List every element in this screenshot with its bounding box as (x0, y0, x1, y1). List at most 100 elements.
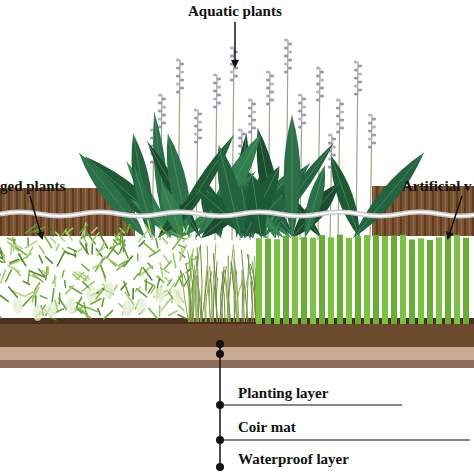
submerged-leaf (183, 235, 192, 241)
submerged-rosette (66, 298, 76, 314)
flower-bud (176, 74, 180, 77)
flower-bud (248, 130, 252, 133)
aquatic-plants (79, 38, 424, 240)
flower-bud (288, 66, 292, 69)
grass-blade (244, 267, 252, 322)
submerged-rosette (13, 298, 23, 314)
flower-bud (358, 80, 362, 83)
submerged-leaf (97, 242, 104, 255)
flower-bud (176, 58, 180, 61)
submerged-leaf (64, 252, 75, 256)
submerged-leaf (83, 306, 98, 312)
flower-bud (238, 128, 242, 131)
submerged-leaf (161, 232, 167, 235)
flower-bud (270, 82, 274, 85)
submerged-leaf (39, 256, 42, 263)
submerged-leaf (0, 257, 2, 262)
artificial-strip (346, 238, 352, 324)
bracket-dot (216, 340, 224, 348)
grass-blade (231, 262, 235, 322)
artificial-strip (265, 239, 271, 324)
grass-blade (225, 277, 228, 322)
submerged-leaf (178, 245, 185, 248)
flower-bud (180, 86, 184, 89)
flower-bud (316, 98, 320, 101)
submerged-leaf (76, 307, 87, 313)
flower-bud (358, 64, 362, 67)
flower-bud (194, 108, 198, 111)
flower-bud (252, 102, 256, 105)
submerged-leaf (46, 267, 47, 280)
flower-bud (252, 118, 256, 121)
flower-bud (180, 78, 184, 81)
flower-bud (194, 132, 198, 135)
submerged-leaf (123, 222, 126, 232)
submerged-rosette (155, 288, 165, 304)
submerged-leaf (160, 227, 168, 237)
submerged-leaf (1, 270, 5, 283)
flower-bud (372, 125, 376, 128)
submerged-leaf (29, 271, 44, 277)
submerged-leaf (64, 281, 66, 288)
submerged-leaf (56, 245, 59, 251)
submerged-leaf (97, 257, 105, 268)
flower-bud (368, 137, 372, 140)
flower-bud (158, 101, 162, 104)
submerged-leaf (82, 264, 89, 270)
artificial-strip (301, 237, 307, 324)
submerged-leaf (86, 244, 87, 252)
flower-bud (332, 137, 336, 140)
submerged-rosette (47, 302, 57, 318)
submerged-rosette (123, 300, 133, 316)
submerged-leaf (0, 271, 1, 275)
submerged-leaf (137, 254, 139, 260)
submerged-leaf (122, 236, 123, 252)
flower-bud (217, 85, 221, 88)
artificial-strip (445, 234, 451, 324)
submerged-leaf (46, 257, 53, 263)
flower-bud (316, 74, 320, 77)
flower-bud (230, 70, 234, 73)
layer-label: Waterproof layer (238, 450, 349, 468)
submerged-leaf (145, 279, 147, 290)
submerged-leaf (149, 308, 158, 318)
submerged-leaf (27, 247, 33, 258)
submerged-leaf (23, 296, 32, 306)
flower-bud (266, 94, 270, 97)
artificial-strip (319, 235, 325, 324)
flower-bud (238, 144, 242, 147)
flower-bud (248, 114, 252, 117)
submerged-rosette (173, 289, 183, 305)
submerged-leaf (127, 225, 129, 233)
flower-bud (176, 66, 180, 69)
flower-bud (340, 102, 344, 105)
submerged-leaf (132, 289, 134, 300)
flower-bud (176, 82, 180, 85)
submerged-leaf (178, 314, 186, 318)
submerged-leaf (104, 311, 113, 320)
submerged-leaf (57, 253, 64, 266)
submerged-leaf (9, 287, 18, 297)
flower-bud (302, 105, 306, 108)
flower-bud (213, 89, 217, 92)
flower-bud (336, 122, 340, 125)
flower-bud (248, 122, 252, 125)
flower-bud (298, 101, 302, 104)
aquatic-leaf (353, 152, 424, 238)
submerged-leaf (6, 270, 12, 282)
flower-bud (336, 130, 340, 133)
flower-bud (316, 90, 320, 93)
aquatic-leaf (284, 115, 301, 238)
grass-blade (213, 261, 217, 322)
submerged-leaf (3, 254, 5, 261)
grass-blade (210, 266, 212, 322)
flower-bud (372, 133, 376, 136)
leaf-vein (219, 145, 241, 238)
grass-blade (231, 262, 235, 322)
water-line-highlight (0, 212, 474, 216)
submerged-leaf (172, 232, 184, 239)
submerged-leaf (55, 232, 64, 241)
flower-bud (217, 101, 221, 104)
aquatic-leaf (135, 168, 155, 238)
submerged-leaf (165, 261, 171, 268)
